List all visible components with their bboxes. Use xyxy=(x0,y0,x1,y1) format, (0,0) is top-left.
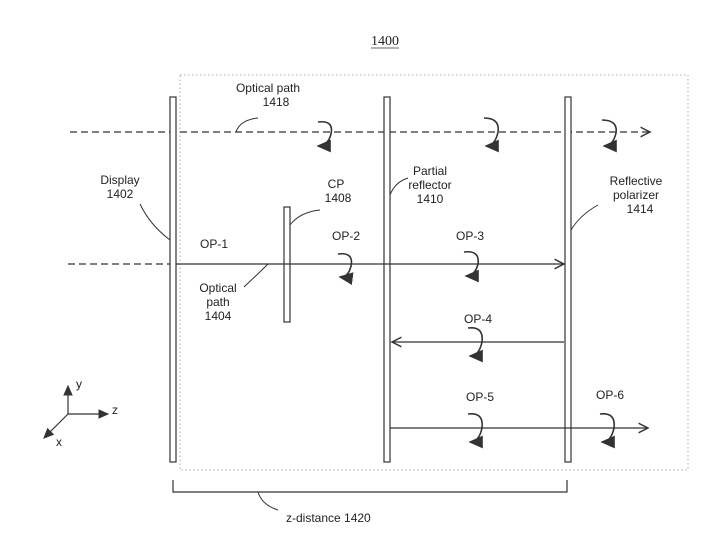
circular-polarization-icon xyxy=(483,117,500,153)
optical-path-1418-ref: 1418 xyxy=(263,95,290,109)
dotted-region xyxy=(179,74,689,471)
z-distance-label: z-distance 1420 xyxy=(286,511,371,525)
circular-polarization-icon xyxy=(316,120,333,153)
op5-label: OP-5 xyxy=(466,390,494,404)
axis-z-label: z xyxy=(112,403,118,417)
reflective-polarizer-plate xyxy=(564,96,572,463)
op4-label: OP-4 xyxy=(464,312,492,326)
optical-path-1404-label-2: path xyxy=(206,295,229,309)
circular-polarization-icon xyxy=(599,412,616,449)
partial-reflector-ref: 1410 xyxy=(417,192,444,206)
circular-polarization-icon xyxy=(463,250,480,283)
display-label: Display xyxy=(100,173,139,187)
reflective-polarizer-label-1: Reflective xyxy=(610,174,663,188)
z-distance-leader xyxy=(257,491,279,511)
partial-reflector-label-1: Partial xyxy=(413,164,447,178)
reflective-polarizer-label-2: polarizer xyxy=(613,188,659,202)
optical-path-1404-label-1: Optical xyxy=(199,281,236,295)
axis-x-label: x xyxy=(56,435,62,449)
cp-label: CP xyxy=(328,177,345,191)
op3-label: OP-3 xyxy=(456,229,484,243)
polarization-arrows xyxy=(316,117,618,449)
coordinate-axes: y z x xyxy=(43,377,118,449)
figure-number: 1400 xyxy=(371,34,399,49)
op2-label: OP-2 xyxy=(332,229,360,243)
display-ref: 1402 xyxy=(107,187,134,201)
partial-reflector-label-2: reflector xyxy=(408,178,451,192)
circular-polarization-icon xyxy=(601,119,618,153)
circular-polarization-icon xyxy=(467,326,484,363)
optical-path-1404-ref: 1404 xyxy=(205,309,232,323)
z-distance-bracket xyxy=(172,480,568,493)
reflective-polarizer-ref: 1414 xyxy=(627,202,654,216)
op1-label: OP-1 xyxy=(200,237,228,251)
leader-lines xyxy=(139,117,599,288)
op6-label: OP-6 xyxy=(596,388,624,402)
circular-polarization-icon xyxy=(337,252,354,285)
display-plate xyxy=(169,96,177,463)
partial-reflector-plate xyxy=(383,96,391,463)
axis-y-label: y xyxy=(76,377,82,391)
circular-polarization-icon xyxy=(467,412,484,449)
optical-path-1418-name: Optical path xyxy=(236,81,300,95)
cp-ref: 1408 xyxy=(325,191,352,205)
